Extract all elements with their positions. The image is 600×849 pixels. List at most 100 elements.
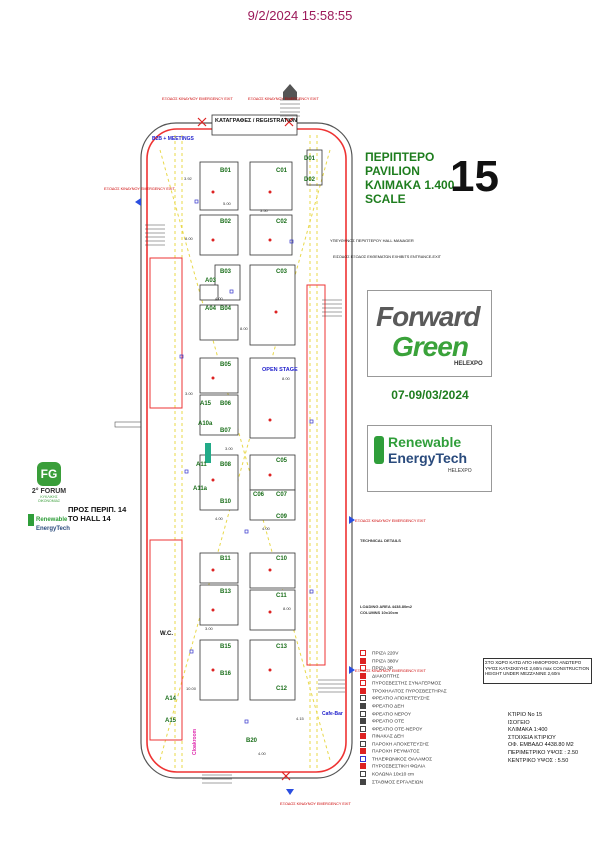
legend-item: ΚΟΛΩΝΑ 10x10 cm — [360, 771, 480, 779]
blue-markers — [179, 199, 314, 724]
legend-swatch-icon — [360, 718, 366, 725]
booth-d01[interactable] — [306, 149, 323, 186]
svg-text:C10: C10 — [276, 556, 288, 562]
legend-text: ΦΡΕΑΤΙΟ ΑΠΟΧΕΤΕΥΣΗΣ — [372, 696, 430, 702]
svg-text:4.00: 4.00 — [215, 296, 224, 301]
open-stage-label: OPEN STAGE — [262, 367, 298, 373]
svg-text:B20: B20 — [246, 738, 258, 744]
exit-top-right: ΕΞΟΔΟΣ ΚΙΝΔΥΝΟΥ EMERGENCY EXIT — [248, 97, 319, 101]
svg-text:A15: A15 — [200, 401, 212, 407]
legend-swatch-icon — [360, 650, 366, 656]
bi-line6: ΠΕΡΙΜΕΤΡΙΚΟ ΥΨΟΣ : 2.50 — [508, 749, 579, 756]
title-line1: ΠΕΡΙΠΤΕΡΟ — [365, 150, 435, 164]
svg-text:B05: B05 — [220, 362, 232, 368]
svg-text:A04: A04 — [205, 306, 217, 312]
svg-text:A11: A11 — [196, 462, 207, 468]
wc-label: W.C. — [160, 631, 173, 637]
legend-item: ΤΗΛΕΦΩΝΙΚΟΣ ΘΑΛΑΜΟΣ — [360, 755, 480, 764]
svg-text:C07: C07 — [276, 492, 288, 498]
accent-green — [205, 443, 211, 463]
svg-text:B02: B02 — [220, 219, 232, 225]
svg-text:3.00: 3.00 — [225, 446, 234, 451]
svg-text:B03: B03 — [220, 269, 232, 275]
renewable-logo: Renewable EnergyTech HELEXPO — [367, 425, 492, 492]
exit-arrow-icons — [135, 198, 355, 795]
svg-text:C12: C12 — [276, 686, 288, 692]
stairs-top — [280, 99, 300, 117]
svg-text:B16: B16 — [220, 671, 232, 677]
svg-text:C02: C02 — [276, 219, 288, 225]
legend-text: ΤΡΟΧΗΛΑΤΟΣ ΠΥΡΟΣΒΕΣΤΗΡΑΣ — [372, 689, 447, 695]
legend-swatch-icon — [360, 733, 366, 740]
legend-swatch-icon — [360, 778, 366, 785]
legend-swatch-icon — [360, 680, 366, 687]
legend-item: ΣΤΑΘΜΟΣ ΕΡΓΑΛΕΙΩΝ — [360, 778, 480, 787]
svg-text:8.00: 8.00 — [282, 376, 291, 381]
svg-text:C06: C06 — [253, 492, 265, 498]
svg-text:B07: B07 — [220, 428, 232, 434]
svg-text:C01: C01 — [276, 168, 288, 174]
svg-text:4.00: 4.00 — [215, 516, 224, 521]
hall-connector — [114, 421, 142, 428]
forum-icon: FG — [37, 462, 61, 486]
legend-item: ΠΡΙΖΑ 380V — [360, 657, 480, 666]
renewable-small-text2: EnergyTech — [36, 526, 70, 532]
legend-text: ΠΡΙΖΑ 220V — [372, 651, 399, 657]
event-dates: 07-09/03/2024 — [391, 388, 469, 402]
svg-text:4.00: 4.00 — [258, 751, 267, 756]
svg-text:B08: B08 — [220, 462, 232, 468]
svg-text:10.00: 10.00 — [186, 686, 197, 691]
legend-item: ΠΥΡΟΣΒΕΣΤΙΚΗ ΦΩΛΙΑ — [360, 763, 480, 771]
legend-text: ΤΗΛΕΦΩΝΙΚΟΣ ΘΑΛΑΜΟΣ — [372, 757, 433, 763]
legend-swatch-icon — [360, 695, 366, 702]
forum-sub: ΚΥΚΛΙΚΗΣ ΟΙΚΟΝΟΜΙΑΣ — [37, 495, 61, 503]
legend-swatch-icon — [360, 748, 366, 755]
legend-text: ΦΡΕΑΤΙΟ ΔΕΗ — [372, 704, 404, 710]
svg-text:5.00: 5.00 — [223, 201, 232, 206]
legend-text: ΠΡΙΖΑ 380V — [372, 658, 399, 664]
legend-text: ΦΡΕΑΤΙΟ ΝΕΡΟΥ — [372, 711, 412, 717]
svg-text:8.00: 8.00 — [283, 606, 292, 611]
svg-text:A11a: A11a — [193, 486, 208, 492]
legend-item: ΦΡΕΑΤΙΟ ΟΤΕ-ΝΕΡΟΥ — [360, 725, 480, 734]
bi-line5: ΟΦ. ΕΜΒΑΔΟ 4438.80 Μ2 — [508, 742, 574, 749]
legend-swatch-icon — [360, 771, 366, 777]
green-text: Green — [392, 331, 469, 362]
legend-text: ΚΟΛΩΝΑ 10x10 cm — [372, 772, 415, 778]
b2b-label: B2B + MEETINGS — [152, 136, 194, 142]
renewable-leaf-icon — [374, 436, 384, 464]
forum-title: 2° FORUM — [31, 488, 67, 495]
cafe-label: Cafe-Bar — [322, 711, 343, 717]
legend-item: ΦΡΕΑΤΙΟ ΔΕΗ — [360, 702, 480, 711]
bi-line7: ΚΕΝΤΡΙΚΟ ΥΨΟΣ : 5.50 — [508, 757, 569, 764]
forward-text: Forward — [376, 301, 480, 332]
legend-swatch-icon — [360, 725, 366, 732]
legend-item: ΠΙΝΑΚΑΣ ΔΕΗ — [360, 733, 480, 741]
tech-title: TECHNICAL DETAILS — [360, 538, 401, 543]
exit-bottom: ΕΞΟΔΟΣ ΚΙΝΔΥΝΟΥ EMERGENCY EXIT — [280, 802, 351, 806]
entrance-label: ΕΙΣΟΔΟΣ ΕΞΟΔΟΣ ΕΚΘΕΜΑΤΩΝ EXHIBITS ENTRAN… — [333, 255, 442, 259]
to-hall-line2: TO HALL 14 — [68, 514, 111, 523]
stairs-right — [322, 299, 342, 317]
svg-text:8.00: 8.00 — [185, 236, 194, 241]
registration-label: ΚΑΤΑΓΡΑΦΕΣ / REGISTRATION — [215, 118, 297, 124]
svg-text:3.92: 3.92 — [184, 176, 193, 181]
svg-text:A15: A15 — [165, 718, 177, 724]
legend-swatch-icon — [360, 665, 366, 672]
legend-swatch-icon — [360, 657, 366, 664]
title-line3: ΚΛΙΜΑΚΑ 1.400 — [365, 178, 455, 192]
legend-swatch-icon — [360, 672, 366, 679]
legend-item: ΠΡΙΖΑ 220V — [360, 650, 480, 658]
to-hall-line1: ΠΡΟΣ ΠΕΡΙΠ. 14 — [68, 505, 127, 514]
legend-item: ΦΡΕΑΤΙΟ ΝΕΡΟΥ — [360, 710, 480, 719]
svg-text:4.15: 4.15 — [296, 716, 305, 721]
legend-text: ΠΑΡΟΧΗ ΑΠΟΧΕΤΕΥΣΗΣ — [372, 742, 429, 748]
bi-line2: ΙΣΟΓΕΙΟ — [508, 719, 530, 726]
svg-text:B11: B11 — [220, 556, 231, 562]
legend-text: ΠΡΙΖΑ 3Ρ — [372, 666, 394, 672]
legend-item: ΠΡΙΖΑ 3Ρ — [360, 665, 480, 673]
bi-line1: ΚΤΙΡΙΟ Νο 15 — [508, 712, 543, 718]
svg-text:A03: A03 — [205, 278, 217, 284]
legend-swatch-icon — [360, 740, 366, 747]
